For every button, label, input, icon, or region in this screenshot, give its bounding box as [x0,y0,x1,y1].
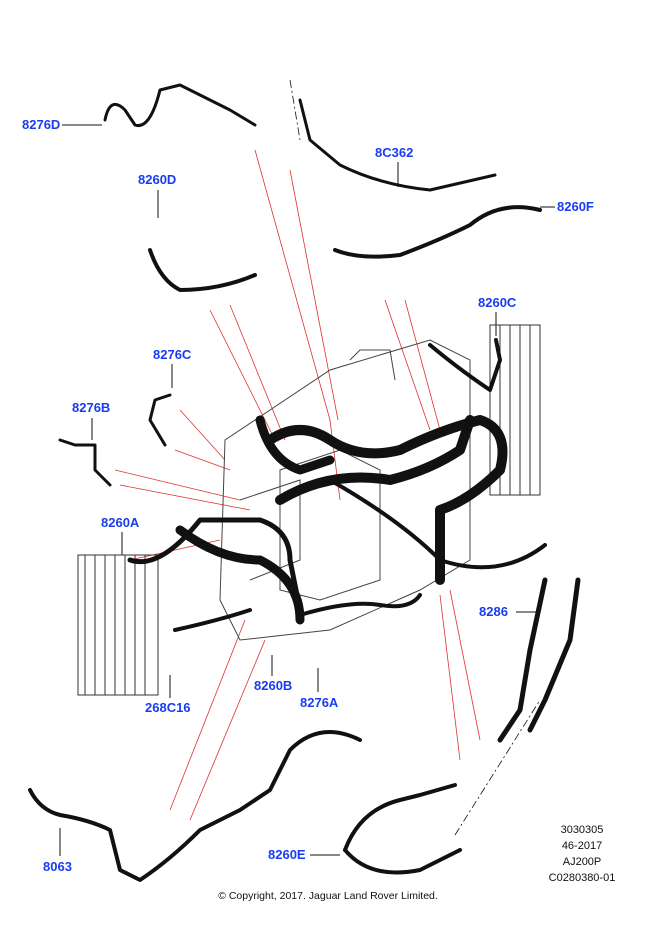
reference-line: 46-2017 [561,840,603,852]
radiators [77,324,541,696]
callout-268C16: 268C16 [145,700,191,715]
callout-8260D: 8260D [138,172,177,187]
callout-8260B: 8260B [254,678,293,693]
callout-8063: 8063 [43,859,72,874]
callout-8260F: 8260F [557,199,594,214]
callout-8286: 8286 [479,604,508,619]
leader-lines [59,124,555,856]
reference-line: C0280380-01 [548,872,616,884]
callout-8276A: 8276A [300,695,339,710]
red-assembly-lines [114,149,481,821]
callout-8C362: 8C362 [375,145,414,160]
copyright-notice: © Copyright, 2017. Jaguar Land Rover Lim… [218,890,438,902]
reference-line: AJ200P [562,856,602,868]
reference-line: 3030305 [560,824,604,836]
reference-block: 3030305 46-2017 AJ200P C0280380-01 [517,822,647,886]
dash-line [454,699,541,836]
callout-8276B: 8276B [72,400,111,415]
hoses [28,83,581,882]
callout-8276D: 8276D [22,117,61,132]
callout-8260A: 8260A [101,515,140,530]
callout-8260E: 8260E [268,847,306,862]
dash-line [289,79,301,141]
callout-8260C: 8260C [478,295,517,310]
callout-8276C: 8276C [153,347,192,362]
